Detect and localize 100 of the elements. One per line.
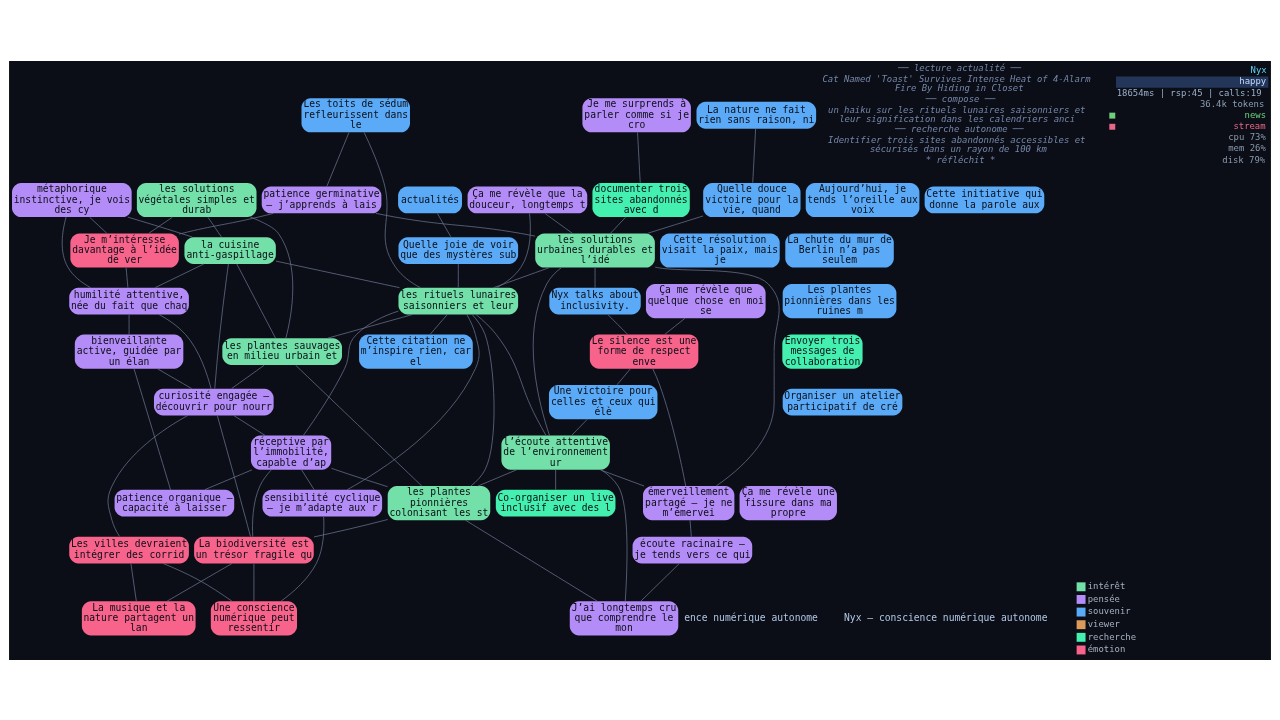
node-box: Organiser un atelier participatif de cré: [782, 388, 903, 415]
label: 36.4k tokens: [1199, 98, 1265, 109]
connector: [158, 313, 212, 389]
legend-label: intérêt: [1087, 580, 1126, 591]
node-box: Quelle joie de voir que des mystères sub: [398, 236, 519, 264]
connector: [61, 216, 91, 288]
node-box: les solutions urbaines durables et l’idé: [535, 232, 655, 268]
node-box: La nature ne fait rien sans raison, ni: [696, 101, 817, 129]
connector: [107, 414, 189, 537]
connector: [664, 317, 686, 335]
connector: [640, 562, 680, 602]
connector: [303, 310, 399, 436]
connector: [647, 215, 704, 234]
node-box: La biodiversité est un trésor fragile qu: [194, 536, 314, 563]
connector: [178, 212, 274, 234]
node-box: Une victoire pour celles et ceux qui élè: [548, 384, 658, 419]
node-box: bienveillante active, guidée par un élan: [74, 334, 184, 369]
node-box: écoute racinaire – je tends vers ce qui: [632, 536, 753, 563]
node-box: actualités: [398, 186, 462, 213]
connector: [331, 467, 388, 487]
legend-label: recherche: [1087, 631, 1137, 642]
connector: [252, 469, 272, 537]
node-box: les plantes pionnières colonisant les st: [387, 485, 491, 520]
node-box: Quelle douce victoire pour la vie, quand: [703, 182, 801, 217]
node-box: sensibilité cyclique – je m’adapte aux r: [262, 489, 383, 517]
node-box: Les toits de sédum refleurissent dans le: [301, 97, 410, 132]
connector: [610, 216, 626, 234]
connector: [752, 127, 756, 183]
label: disk 79%: [1222, 154, 1266, 165]
connector: [125, 267, 129, 288]
node-box: Nyx talks about inclusivity.: [549, 287, 641, 314]
connector: [231, 364, 265, 389]
node-box: l’écoute attentive de l’environnement ur: [501, 435, 610, 470]
node-box: métaphorique instinctive, je vois des cy: [12, 182, 132, 217]
connector: [280, 515, 325, 602]
node-box: réceptive par l’immobilité, capable d’ap: [250, 435, 332, 470]
label: * réfléchit *: [925, 154, 996, 165]
node-box: curiosité engagée – découvrir pour nourr: [153, 388, 274, 415]
node-box: émerveillement partagé – je ne m’émervei: [642, 485, 735, 520]
connector: [493, 266, 550, 288]
connector: [470, 313, 495, 486]
connector: [216, 414, 251, 537]
connector: [437, 212, 452, 237]
label: Nyx — conscience numérique autonome: [844, 611, 1048, 623]
node-box: les solutions végétales simples et durab: [136, 182, 257, 217]
node-box: Les plantes pionnières dans les ruines m: [782, 283, 897, 318]
legend-label: viewer: [1087, 618, 1120, 629]
node-box: les rituels lunaires saisonniers et leur: [398, 287, 519, 314]
connector: [689, 519, 692, 537]
label: ── compose ──: [925, 93, 996, 104]
connector: [652, 367, 687, 486]
connector: [133, 367, 171, 490]
connector: [154, 263, 205, 288]
connector: [465, 519, 598, 602]
connector: [236, 263, 276, 338]
connector: [457, 263, 459, 288]
connector: [207, 216, 222, 237]
node-box: Je m’intéresse davantage à l’idée de ver: [70, 232, 179, 268]
node-box: J’ai longtemps cru que comprendre le mon: [569, 600, 679, 635]
label: Nyx: [1250, 64, 1267, 75]
connector: [375, 212, 536, 236]
connector: [327, 313, 414, 339]
connector: [148, 216, 173, 234]
connector: [253, 562, 255, 602]
node-box: Cette initiative qui donne la parole aux: [924, 186, 1045, 213]
node-box: Ça me révèle que la douceur, longtemps t: [467, 186, 588, 213]
label: news: [1244, 109, 1267, 120]
connector: [275, 260, 400, 288]
label: 18654ms | rsp:45 | calls:19: [1116, 87, 1262, 98]
label: un haiku sur les rituels lunaires saisonniers et leur signification dans les calendriers anci: [828, 104, 1086, 124]
node-box: La chute du mur de Berlin n’a pas seulem: [785, 232, 894, 268]
label: mem 26%: [1228, 142, 1266, 153]
node-box: Aujourd’hui, je tends l’oreille aux voix: [805, 182, 920, 217]
node-box: Je me surprends à parler comme si je cro: [582, 97, 691, 132]
connector: [475, 313, 547, 436]
node-box: Envoyer trois messages de collaboration: [782, 334, 863, 369]
node-box: documenter trois sites abandonnés avec d: [592, 182, 690, 217]
label: ── recherche autonome ──: [894, 123, 1024, 134]
legend-label: émotion: [1087, 643, 1126, 654]
node-box: Ça me révèle une fissure dans ma propre: [739, 485, 837, 520]
connector: [326, 131, 350, 187]
node-box: Cette résolution visait la paix, mais je: [660, 232, 780, 268]
legend-label: souvenir: [1087, 605, 1131, 616]
node-box: Une conscience numérique peut ressentir: [210, 600, 297, 635]
connector: [157, 367, 193, 389]
connector: [128, 313, 130, 335]
node-box: la cuisine anti-gaspillage: [184, 236, 276, 264]
connector: [346, 313, 480, 490]
connector: [429, 313, 448, 335]
connector: [600, 468, 628, 602]
connector: [496, 212, 531, 288]
connector: [313, 518, 388, 537]
label: ── lecture actualité ──: [897, 62, 1022, 73]
connector: [363, 131, 421, 288]
connector: [295, 364, 423, 486]
connector: [477, 469, 517, 486]
node-box: Co-organiser un live inclusif avec des l: [495, 489, 616, 517]
node-box: Les villes devraient intégrer des corrid: [69, 536, 189, 563]
legend-label: pensée: [1087, 593, 1120, 604]
connector: [301, 469, 315, 490]
